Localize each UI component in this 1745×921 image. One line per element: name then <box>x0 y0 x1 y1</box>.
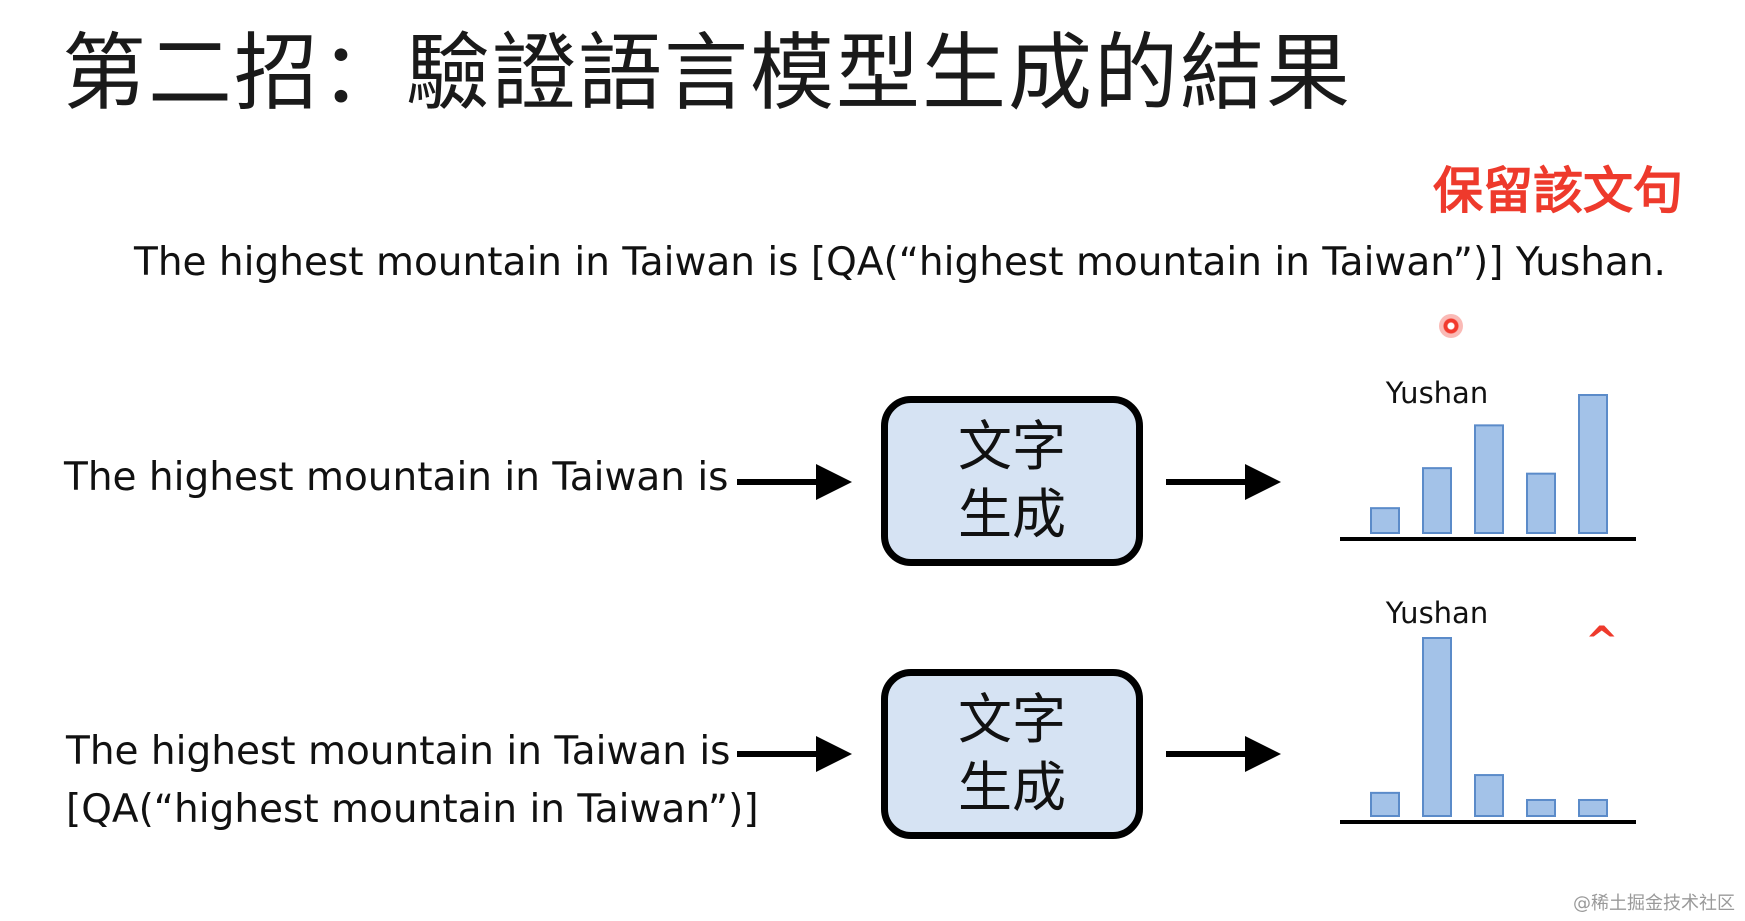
chart-2-bar-4 <box>1526 798 1556 817</box>
laser-pointer-icon <box>1439 314 1463 338</box>
row1-input-text: The highest mountain in Taiwan is <box>64 455 729 500</box>
text-generation-model-box-2: 文字 生成 <box>881 669 1143 839</box>
chart-2-bar-3 <box>1474 774 1504 817</box>
chart-1-bar-2 <box>1422 467 1452 535</box>
model-box-1-label-line2: 生成 <box>958 483 1066 546</box>
watermark: @稀土掘金技术社区 <box>1573 893 1735 914</box>
row2-input-text: The highest mountain in Taiwan is [QA(“h… <box>66 723 759 839</box>
chart-2: Yushan <box>1340 596 1636 824</box>
model-box-2-label-line1: 文字 <box>958 688 1066 751</box>
chart-1: Yushan <box>1340 376 1636 541</box>
chart-1-bar-5 <box>1578 394 1608 534</box>
chart-1-bar-4 <box>1526 472 1556 535</box>
main-sentence: The highest mountain in Taiwan is [QA(“h… <box>134 240 1666 285</box>
chart-1-bar-3 <box>1474 424 1504 534</box>
chart-2-bar-2 <box>1422 637 1452 817</box>
model-box-1-label: 文字 生成 <box>947 413 1077 549</box>
chart-1-yushan-label: Yushan <box>1385 376 1488 410</box>
annotation-keep-sentence: 保留該文句 <box>1433 162 1683 220</box>
chart-1-bar-1 <box>1370 507 1400 535</box>
row2-input-line2: [QA(“highest mountain in Taiwan”)] <box>66 787 759 832</box>
text-generation-model-box-1: 文字 生成 <box>881 396 1143 566</box>
model-box-2-label-line2: 生成 <box>958 756 1066 819</box>
chart-2-bar-1 <box>1370 791 1400 817</box>
chart-2-bar-5 <box>1578 798 1608 817</box>
row2-input-line1: The highest mountain in Taiwan is <box>66 729 731 774</box>
model-box-2-label: 文字 生成 <box>947 686 1077 822</box>
slide-title: 第二招：驗證語言模型生成的結果 <box>62 24 1353 122</box>
chart-2-yushan-label: Yushan <box>1385 596 1488 630</box>
model-box-1-label-line1: 文字 <box>958 415 1066 478</box>
red-caret-mark: ^ <box>1585 619 1619 665</box>
